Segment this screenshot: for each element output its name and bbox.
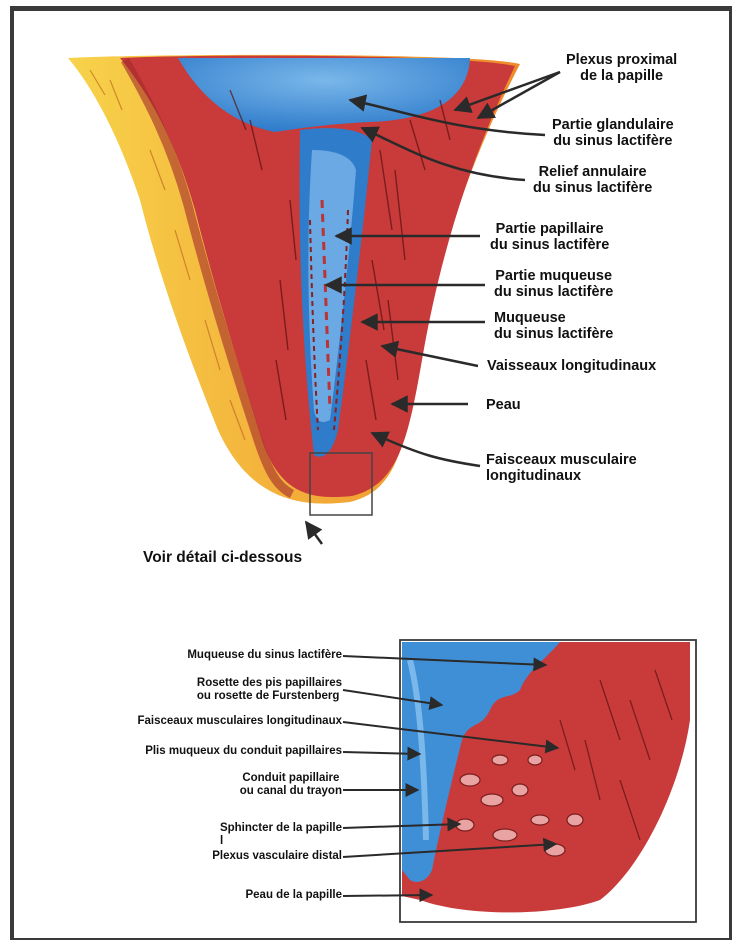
detail-illustration: [400, 640, 696, 922]
label-plexus-distal: Plexus vasculaire distal: [212, 850, 342, 863]
label-plis-muqueux: Plis muqueux du conduit papillaires: [145, 745, 342, 758]
label-faisceaux-musc: Faisceaux musculaires longitudinaux: [137, 715, 342, 728]
label-detail-note: Voir détail ci-dessous: [143, 549, 302, 566]
arrow-peau-papille: [343, 895, 432, 896]
label-vaisseaux: Vaisseaux longitudinaux: [487, 358, 656, 374]
arrow-detail: [306, 522, 322, 544]
label-muqueuse-sinus: Muqueuse du sinus lactifère: [187, 649, 342, 662]
label-peau: Peau: [486, 397, 521, 413]
label-peau-papille: Peau de la papille: [245, 889, 342, 902]
